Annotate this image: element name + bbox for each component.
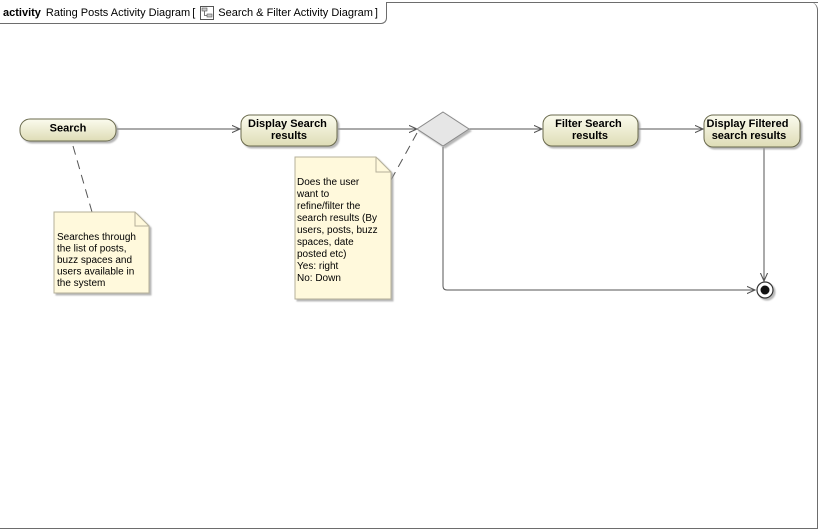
action-display-filtered-search-results-label: Display Filtered search results (707, 118, 792, 142)
action-search-label: Search (50, 123, 87, 135)
action-filter-search-results[interactable]: Filter Search results (542, 114, 639, 147)
frame-top-border (0, 2, 818, 3)
note-search[interactable]: Searches through the list of posts, buzz… (53, 211, 150, 294)
action-search[interactable]: Search (19, 118, 117, 142)
diagram-header-tab: activity Rating Posts Activity Diagram [… (0, 2, 387, 24)
close-bracket: ] (374, 6, 378, 19)
action-display-filtered-search-results[interactable]: Display Filtered search results (703, 114, 801, 148)
action-display-search-results-label: Display Search results (248, 118, 330, 142)
decision-node[interactable] (416, 111, 470, 147)
action-filter-search-results-label: Filter Search results (555, 118, 625, 142)
diagram-icon (200, 5, 215, 20)
open-bracket: [ (192, 6, 196, 19)
note-search-text: Searches through the list of posts, buzz… (57, 232, 139, 289)
note-anchor-search (72, 145, 93, 213)
action-display-search-results[interactable]: Display Search results (240, 114, 338, 147)
diagram-name: Rating Posts Activity Diagram (45, 6, 191, 19)
activity-final-node[interactable] (756, 281, 774, 299)
note-decision[interactable]: Does the user want to refine/filter the … (294, 156, 392, 300)
diagram-keyword: activity (3, 6, 41, 19)
note-decision-text: Does the user want to refine/filter the … (296, 177, 380, 284)
flow-decision-down-to-final[interactable] (442, 147, 755, 290)
note-anchor-decision (390, 132, 418, 181)
view-title: Search & Filter Activity Diagram (218, 6, 373, 19)
